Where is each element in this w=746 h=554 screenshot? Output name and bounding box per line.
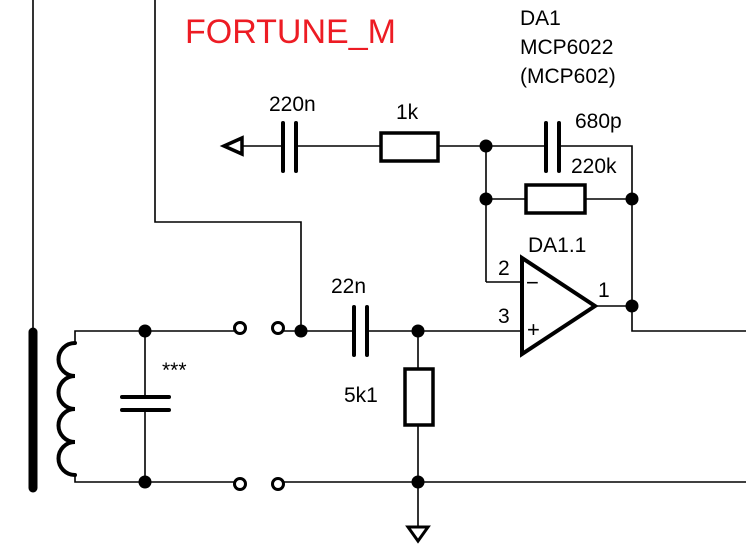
feedback-resistor-label: 220k (571, 155, 617, 178)
junction-dot (411, 324, 425, 338)
open-terminal-icon (271, 477, 285, 491)
feedback-capacitor (544, 121, 561, 173)
coupling-capacitor (352, 305, 369, 357)
non-inverting-sign: + (527, 317, 540, 342)
pin-2-label: 2 (498, 257, 510, 280)
inverting-sign: − (526, 270, 539, 295)
opamp (520, 254, 599, 358)
junction-dot (625, 192, 639, 206)
ic-alternate-part: (MCP602) (520, 65, 616, 88)
ground-icon (405, 525, 431, 544)
opamp-unit-label: DA1.1 (528, 234, 586, 257)
open-terminal-icon (271, 321, 285, 335)
input-resistor (379, 131, 440, 163)
junction-dot (479, 139, 493, 153)
input-coupling-capacitor-label: 220n (269, 93, 316, 116)
coupling-capacitor-label: 22n (331, 275, 366, 298)
feedback-resistor (524, 183, 587, 215)
junction-dot (294, 324, 308, 338)
junctions (138, 139, 639, 489)
bias-resistor-label: 5k1 (344, 384, 378, 407)
ic-part-number: MCP6022 (520, 36, 613, 59)
junction-dot (479, 192, 493, 206)
coil-icon (56, 330, 145, 483)
open-terminal-icon (233, 321, 247, 335)
junction-dot (625, 299, 639, 313)
input-resistor-label: 1k (396, 101, 419, 124)
junction-dot (411, 475, 425, 489)
open-terminal-icon (233, 477, 247, 491)
schematic-title: FORTUNE_M (185, 13, 396, 51)
ic-designator: DA1 (520, 7, 561, 30)
port-arrow-icon (219, 135, 244, 157)
bias-resistor (403, 367, 435, 427)
tank-capacitor-label: *** (162, 359, 187, 382)
pin-3-label: 3 (498, 305, 510, 328)
pin-1-label: 1 (598, 279, 610, 302)
tank-capacitor (120, 331, 171, 482)
tap-wire (154, 0, 302, 331)
feedback-capacitor-label: 680p (575, 110, 622, 133)
input-coupling-capacitor (281, 121, 298, 173)
junction-dot (138, 324, 152, 338)
junction-dot (138, 475, 152, 489)
